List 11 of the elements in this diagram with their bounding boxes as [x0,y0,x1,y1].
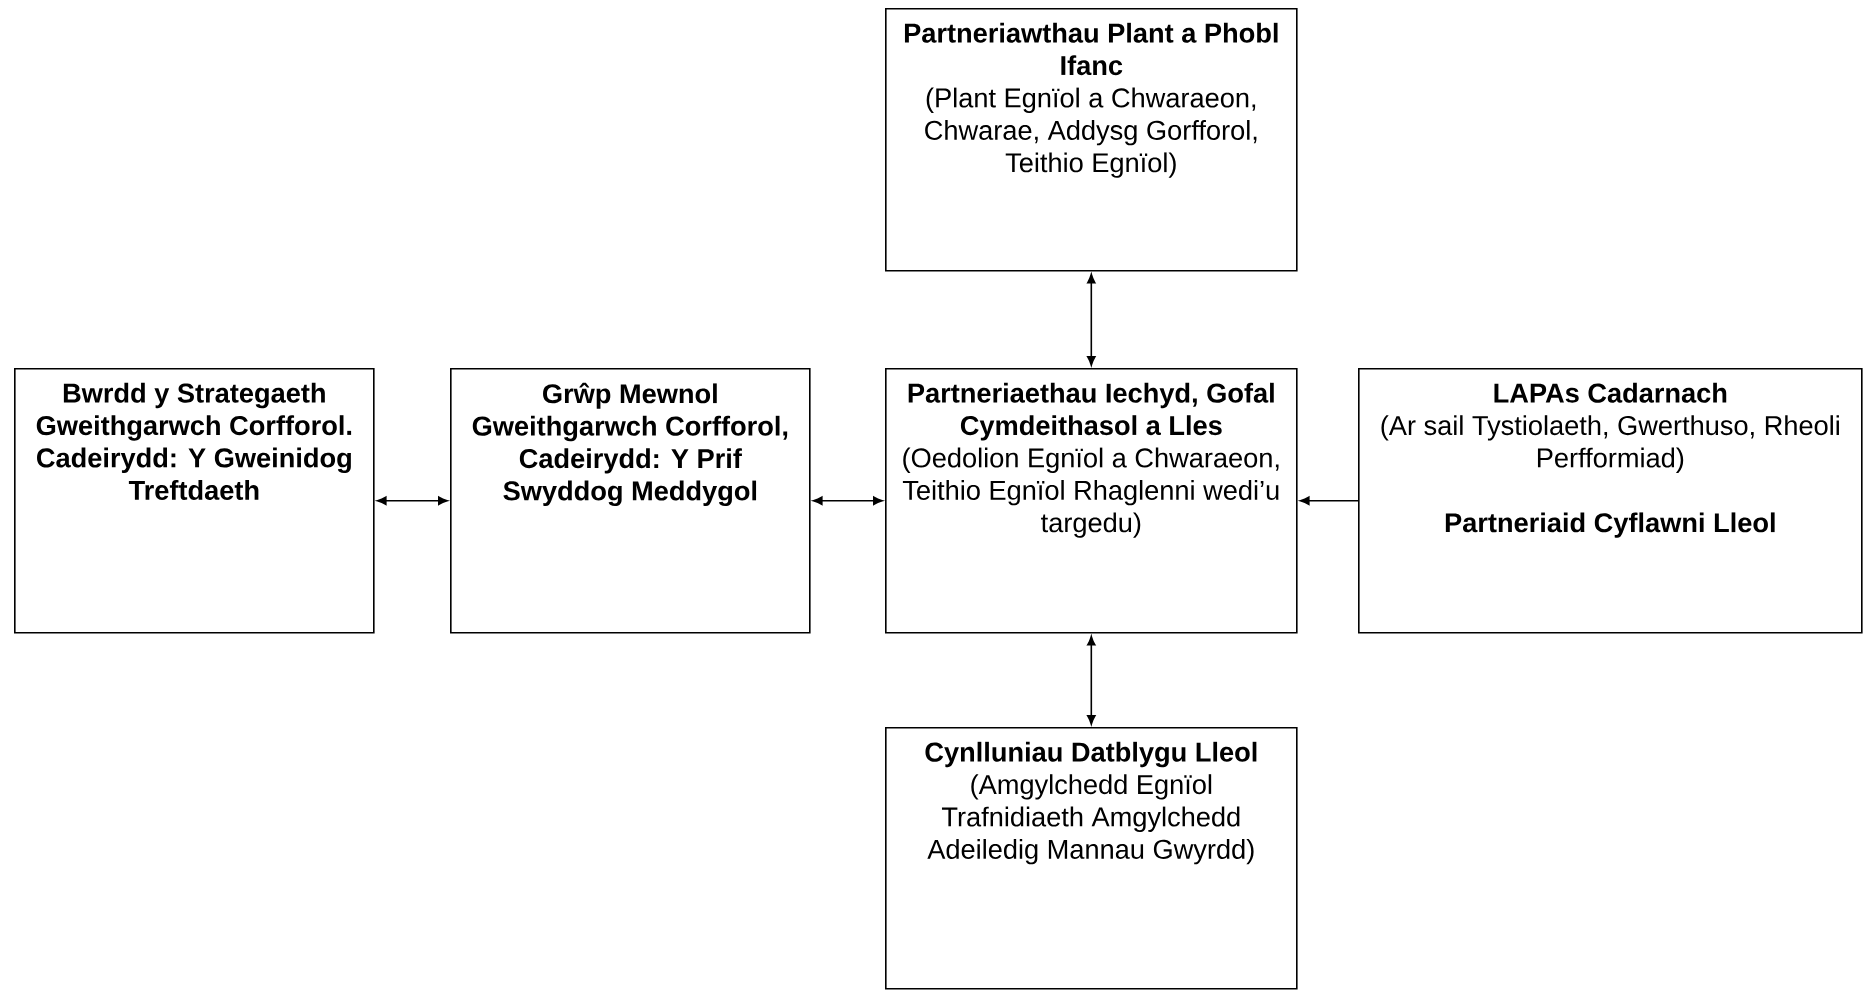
arrow [812,496,883,506]
delivery-box: LAPAs Cadarnach (Ar sail Tystiolaeth, Gwerthuso, Rheoli Perfformiad) Partneriaid Cyflawni Lleol [1358,368,1863,634]
partnership-box: Partneriaethau Iechyd, Gofal Cymdeithasol a Lles (Oedolion Egnïol a Chwaraeon, Teithio Egnïol Rhaglenni wedi’u targedu) [885,368,1298,634]
arrow [1087,635,1096,725]
board-box: Bwrdd y Strategaeth Gweithgarwch Corfforol. Cadeirydd: Y Gweinidog Treftdaeth [14,368,375,634]
arrow [376,496,448,506]
partnership-box: Partneriawthau Plant a Phobl Ifanc (Plant Egnïol a Chwaraeon, Chwarae, Addysg Gorfforol, Teithio Egnïol) [885,8,1298,272]
group-box: Grŵp Mewnol Gweithgarwch Corfforol, Cadeirydd: Y Prif Swyddog Meddygol [450,368,811,634]
plan-box: Cynlluniau Datblygu Lleol (Amgylchedd Egnïol Trafnidiaeth Amgylchedd Adeiledig Mannau Gwyrdd) [885,727,1298,990]
arrow [1087,273,1096,366]
arrow [1299,496,1359,506]
